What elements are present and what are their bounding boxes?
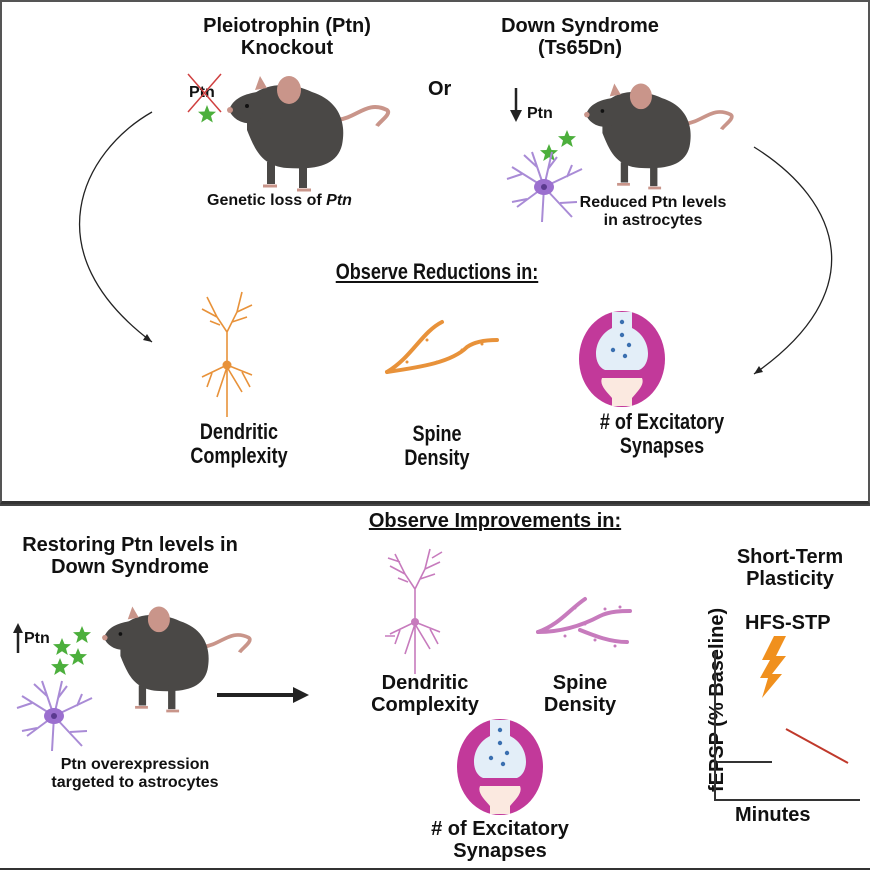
- knockout-caption-text: Genetic loss of: [207, 192, 327, 209]
- stp-title-line2: Plasticity: [746, 568, 834, 590]
- ptn-star-icon: [198, 105, 216, 123]
- ds-title-line1: Down Syndrome: [501, 15, 659, 37]
- ptn-stars-icon: [540, 130, 576, 161]
- reduced-outcome-0: Dendritic Complexity: [169, 419, 308, 469]
- outcome-line1: Dendritic: [381, 672, 469, 694]
- outcome-line1: Dendritic: [199, 419, 279, 444]
- flow-arrows: [78, 111, 833, 375]
- stp-graph: [714, 651, 860, 801]
- improvements-heading: Observe Improvements in:: [368, 510, 622, 532]
- ds-caption-line1: Reduced Ptn levels: [579, 194, 727, 211]
- improved-outcome-0: Dendritic Complexity: [355, 672, 495, 716]
- spine-density-improved-icon: [536, 597, 632, 648]
- outcome-line2: Density: [404, 445, 470, 471]
- knockout-caption-gene: Ptn: [326, 192, 352, 209]
- stp-protocol-label: HFS-STP: [745, 612, 831, 634]
- bottom-panel: Restoring Ptn levels in Down Syndrome Pt…: [0, 504, 870, 870]
- spine-density-reduced-icon: [385, 320, 499, 374]
- top-panel: Pleiotrophin (Ptn) Knockout Down Syndrom…: [0, 0, 870, 504]
- right-arrow-icon: [217, 687, 309, 703]
- or-label: Or: [428, 78, 452, 100]
- improved-outcome-1: Spine Density: [520, 672, 640, 716]
- knockout-title-line2: Knockout: [240, 37, 334, 59]
- astrocyte-overexpression-icon: [16, 680, 93, 752]
- ds-title: Down Syndrome (Ts65Dn): [480, 15, 680, 59]
- down-arrow-icon: [510, 88, 522, 122]
- outcome-line1: # of Excitatory: [599, 409, 725, 434]
- outcome-line2: Synapses: [453, 840, 547, 862]
- outcome-line2: Density: [543, 694, 617, 716]
- dendritic-neuron-improved-icon: [385, 548, 443, 674]
- stp-title: Short-Term Plasticity: [715, 546, 865, 590]
- left-arrowhead-icon: [143, 334, 152, 342]
- improved-outcome-2: # of Excitatory Synapses: [405, 818, 595, 862]
- astrocyte-icon: [506, 151, 583, 223]
- knockout-title: Pleiotrophin (Ptn) Knockout: [172, 15, 402, 59]
- reduced-outcome-2: # of Excitatory Synapses: [584, 409, 740, 459]
- ds-title-line2: (Ts65Dn): [537, 37, 623, 59]
- restore-title-line1: Restoring Ptn levels in: [22, 534, 238, 556]
- ds-mouse-icon: [584, 83, 734, 190]
- restore-caption-line1: Ptn overexpression: [60, 756, 210, 773]
- restore-title-line2: Down Syndrome: [51, 556, 209, 578]
- knockout-mouse-icon: [227, 76, 391, 192]
- outcome-line2: Complexity: [190, 443, 288, 469]
- restore-title: Restoring Ptn levels in Down Syndrome: [5, 534, 255, 578]
- restore-caption-line2: targeted to astrocytes: [51, 773, 219, 791]
- left-curved-arrow: [78, 111, 153, 343]
- outcome-line1: Spine: [552, 672, 608, 694]
- knockout-title-line1: Pleiotrophin (Ptn): [203, 15, 371, 37]
- outcome-line1: # of Excitatory: [431, 818, 569, 840]
- outcome-line2: Synapses: [619, 433, 705, 459]
- graph-xlabel: Minutes: [735, 804, 811, 826]
- lightning-stimulus-icon: [760, 636, 786, 698]
- ptn-down-label: Ptn: [527, 105, 553, 122]
- outcome-line2: Complexity: [371, 694, 479, 716]
- cross-mark-icon: [187, 73, 222, 113]
- reduced-outcome-1: Spine Density: [384, 421, 491, 471]
- restore-caption: Ptn overexpression targeted to astrocyte…: [35, 756, 235, 791]
- ptn-stars-overexpressed-icon: [51, 626, 91, 675]
- up-arrow-icon: [13, 623, 23, 653]
- ds-caption: Reduced Ptn levels in astrocytes: [558, 194, 748, 229]
- synapse-improved-icon: [457, 719, 543, 815]
- post-hfs-trace: [785, 728, 849, 764]
- right-arrowhead-icon: [754, 366, 763, 374]
- right-curved-arrow: [753, 146, 833, 375]
- dendritic-neuron-reduced-icon: [201, 291, 253, 417]
- knockout-caption: Genetic loss of Ptn: [207, 192, 352, 210]
- reductions-heading: Observe Reductions in:: [335, 259, 539, 284]
- ds-caption-line2: in astrocytes: [603, 211, 703, 229]
- ptn-up-label: Ptn: [24, 630, 50, 647]
- stp-title-line1: Short-Term: [736, 546, 844, 568]
- restored-mouse-icon: [102, 606, 252, 713]
- synapse-reduced-icon: [579, 311, 665, 407]
- outcome-line1: Spine: [412, 421, 462, 446]
